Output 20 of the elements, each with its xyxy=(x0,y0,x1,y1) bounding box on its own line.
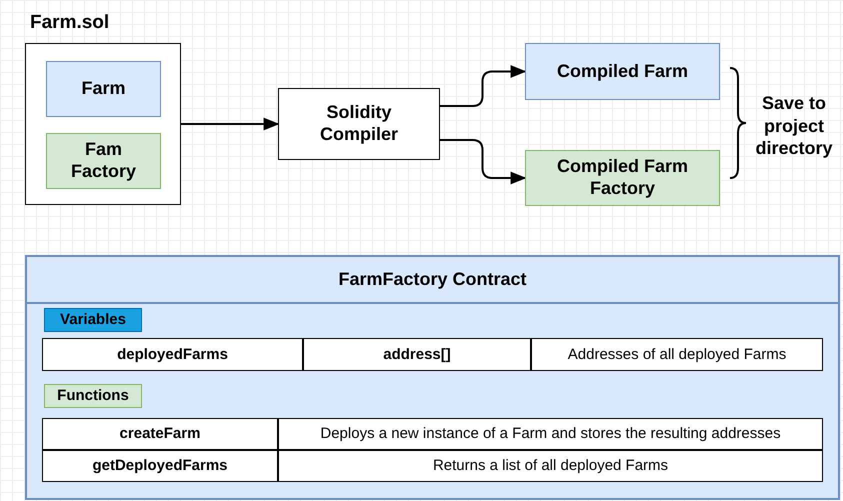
annotation-text: Save to project directory xyxy=(754,92,834,160)
table-cell: Deploys a new instance of a Farm and stores the resulting addresses xyxy=(278,418,823,450)
output-box: Compiled Farm Factory xyxy=(525,150,720,206)
output-box: Compiled Farm xyxy=(525,43,720,100)
table-cell: getDeployedFarms xyxy=(42,450,278,482)
section-tag: Variables xyxy=(44,308,142,332)
file-name: Farm.sol xyxy=(30,12,110,35)
section-tag: Functions xyxy=(44,384,142,408)
arrow xyxy=(440,139,527,184)
panel-title: FarmFactory Contract xyxy=(337,269,528,291)
process-box: Solidity Compiler xyxy=(278,88,440,160)
table-cell: createFarm xyxy=(42,418,278,450)
table-cell: Returns a list of all deployed Farms xyxy=(278,450,823,482)
arrow xyxy=(181,118,280,130)
contract-box: Farm xyxy=(46,61,161,117)
table-cell: Addresses of all deployed Farms xyxy=(531,338,823,371)
table-cell: address[] xyxy=(303,338,531,371)
contract-box: Fam Factory xyxy=(46,133,161,189)
arrow xyxy=(440,65,527,107)
table-cell: deployedFarms xyxy=(42,338,303,371)
